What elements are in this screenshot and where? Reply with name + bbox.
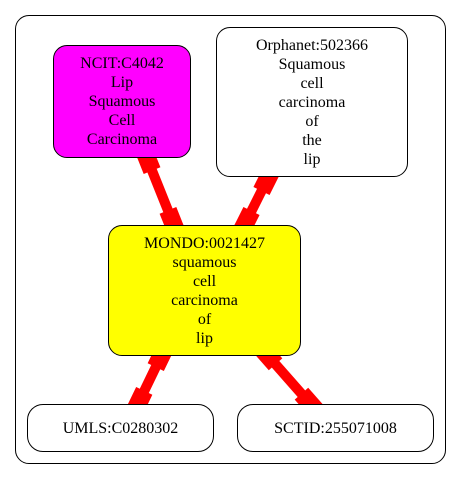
node-orphanet-label: Orphanet:502366 Squamous cell carcinoma … [256, 36, 368, 168]
node-ncit-label: NCIT:C4042 Lip Squamous Cell Carcinoma [80, 55, 164, 148]
edge-ncit-mondo [135, 146, 185, 235]
node-umls-c0280302[interactable]: UMLS:C0280302 [27, 404, 214, 452]
node-sctid-label: SCTID:255071008 [274, 419, 397, 437]
node-umls-label: UMLS:C0280302 [62, 419, 179, 437]
node-sctid-255071008[interactable]: SCTID:255071008 [237, 404, 434, 452]
node-orphanet-502366[interactable]: Orphanet:502366 Squamous cell carcinoma … [216, 27, 408, 177]
node-ncit-c4042[interactable]: NCIT:C4042 Lip Squamous Cell Carcinoma [53, 45, 191, 158]
node-mondo-label: MONDO:0021427 squamous cell carcinoma of… [144, 234, 265, 347]
node-mondo-0021427[interactable]: MONDO:0021427 squamous cell carcinoma of… [108, 225, 301, 356]
diagram-frame [15, 15, 446, 464]
